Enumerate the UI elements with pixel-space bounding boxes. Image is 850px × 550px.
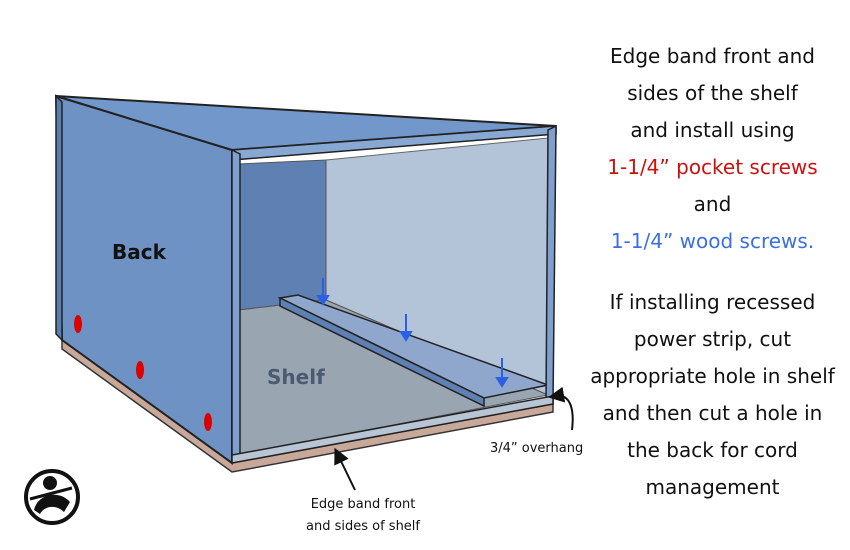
instruction-line-7: If installing recessed [609, 290, 816, 314]
instruction-line-11: the back for cord [627, 438, 798, 462]
edge-band-label-line-1: Edge band front [310, 497, 416, 512]
interior-side-wall [237, 159, 327, 311]
shelf-cleat-front [279, 296, 485, 408]
back-label: Back [112, 240, 166, 264]
shelf-label: Shelf [267, 365, 325, 389]
instruction-line-12: management [645, 475, 780, 499]
back-panel-edge [55, 94, 63, 342]
instructions-text: Edge band front and sides of the shelf a… [585, 38, 840, 506]
front-bottom-edge [231, 395, 554, 464]
instruction-line-8: power strip, cut [633, 327, 792, 351]
instruction-and: and [693, 192, 732, 216]
instruction-line-9: appropriate hole in shelf [590, 364, 835, 388]
wood-screws-text: 1-1/4” wood screws. [610, 229, 815, 253]
front-left-edge [231, 148, 241, 465]
instruction-line-2: sides of the shelf [627, 81, 798, 105]
instruction-line-3: and install using [630, 118, 795, 142]
instruction-line-10: and then cut a hole in [602, 401, 823, 425]
screw-arrow-icon [316, 278, 509, 388]
instruction-line-1: Edge band front and [610, 44, 815, 68]
pocket-screws-text: 1-1/4” pocket screws [607, 155, 818, 179]
edge-band-label: Edge band front and sides of shelf [288, 494, 438, 538]
front-right-edge [545, 124, 557, 405]
pocket-hole-icon [74, 315, 212, 431]
edge-band-label-line-2: and sides of shelf [306, 519, 420, 534]
edge-band-arrow [334, 447, 356, 491]
spacer [585, 260, 840, 284]
overhang-label: 3/4” overhang [490, 441, 584, 456]
woodworker-logo-icon [24, 469, 80, 525]
overhang-arrow [548, 386, 574, 431]
